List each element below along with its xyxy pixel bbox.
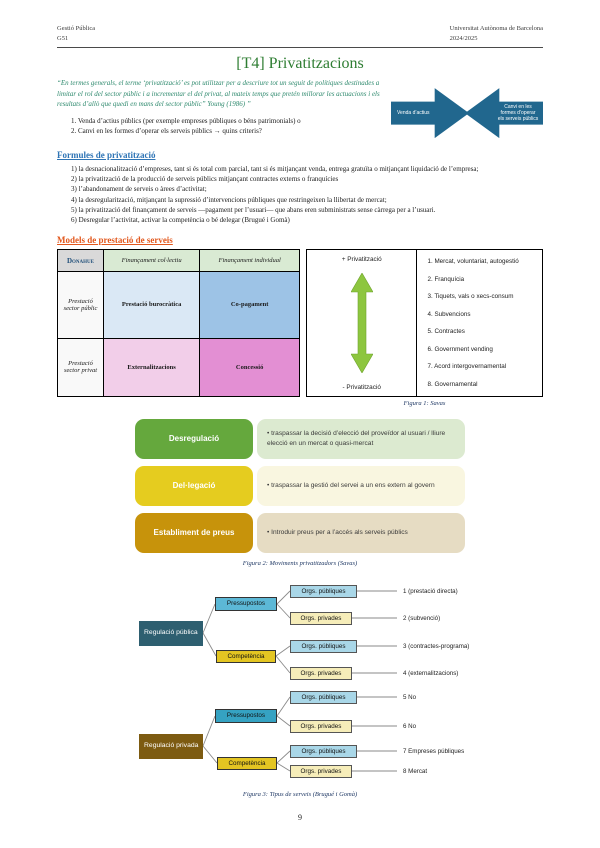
page-number: 9 xyxy=(298,813,302,822)
course-name: Gestió Pública xyxy=(57,25,96,32)
list-item: 2. Franquícia xyxy=(427,275,465,283)
tree-outcome: 6 No xyxy=(403,722,417,730)
tree-leaf-public-orgs: Orgs. públiques xyxy=(290,639,357,653)
tree-connector-lines xyxy=(202,590,397,772)
figure2-row: Desregulació • traspassar la decisió d’e… xyxy=(135,418,465,459)
tree-outcome: 4 (externalitzacions) xyxy=(403,669,459,677)
formules-list: 1) la desnacionalització d’empreses, tan… xyxy=(71,164,543,225)
list-item: 8. Governamental xyxy=(427,380,478,388)
table-cell: Co-pagament xyxy=(199,271,300,339)
table-corner-cell: Donahue xyxy=(57,248,104,273)
list-item: 1) la desnacionalització d’empreses, tan… xyxy=(71,165,479,174)
tree-branch-competencia: Competència xyxy=(216,649,276,663)
list-item: 5) la privatització del finançament de s… xyxy=(71,205,436,214)
donahue-matrix-table: Donahue Finançament col·lectiu Finançame… xyxy=(57,248,300,397)
figure2-caption: Figura 2: Moviments privatitzadors (Sava… xyxy=(242,559,358,567)
tree-outcome: 5 No xyxy=(403,693,417,701)
list-item: 4. Subvencions xyxy=(427,310,471,318)
tree-outcome: 7 Empreses públiques xyxy=(403,747,465,755)
table-row: Prestació sector públic Prestació burocr… xyxy=(57,271,300,339)
figure3-service-types-tree: Regulació pública Pressupostos Competènc… xyxy=(135,577,517,784)
move-label-delegacio: Del·legació xyxy=(135,465,253,506)
group-code: G51 xyxy=(57,35,69,43)
list-item: 6. Government vending xyxy=(427,345,493,353)
tree-outcome: 1 (prestació directa) xyxy=(403,587,458,595)
models-row: Donahue Finançament col·lectiu Finançame… xyxy=(57,248,543,397)
list-item: 7. Acord intergovernamental xyxy=(427,363,507,371)
academic-year: 2024/2025 xyxy=(449,35,478,43)
university-name: Universitat Autònoma de Barcelona xyxy=(449,25,543,32)
tree-leaf-public-orgs: Orgs. públiques xyxy=(290,584,357,598)
tree-leaf-private-orgs: Orgs. privades xyxy=(290,611,352,625)
privatization-scale: + Privatització - Privatització xyxy=(307,249,418,396)
right-arrow-icon: Venda d’actius xyxy=(391,88,469,139)
double-arrow-icon xyxy=(350,273,373,374)
section-heading-formules: Formules de privatització xyxy=(57,150,156,161)
arrow-label: Canvi en les formes d’operar els serveis… xyxy=(497,104,539,123)
quote-paragraph: “En termes generals, el terme ‘privatitz… xyxy=(57,79,380,109)
figure2-privatizing-moves: Desregulació • traspassar la decisió d’e… xyxy=(135,418,465,553)
list-item: 1. Venda d’actius públics (per exemple e… xyxy=(71,116,301,125)
figure1-caption: Figura 1: Savas xyxy=(403,399,446,407)
scale-bottom-label: - Privatització xyxy=(342,383,381,391)
column-header: Finançament col·lectiu xyxy=(102,248,201,273)
figure2-row: Del·legació • traspassar la gestió del s… xyxy=(135,465,465,506)
savas-forms-list: 1. Mercat, voluntariat, autogestió 2. Fr… xyxy=(417,250,542,396)
list-item: 4) la desregularització, mitjançant la s… xyxy=(71,195,387,204)
move-description: • Introduir preus per a l’accés als serv… xyxy=(257,512,465,553)
intro-section: “En termes generals, el terme ‘privatitz… xyxy=(57,78,543,140)
tree-branch-pressupostos: Pressupostos xyxy=(215,708,277,723)
tree-outcome: 8 Mercat xyxy=(403,767,428,775)
page-title: [T4] Privatitzacions xyxy=(236,55,364,73)
tree-root-public: Regulació pública xyxy=(139,620,203,646)
tree-branch-competencia: Competència xyxy=(217,756,277,770)
list-item: 3) l’abandonament de serveis o àrees d’a… xyxy=(71,185,207,194)
list-item: 2. Canvi en les formes d’operar els serv… xyxy=(71,127,262,136)
move-label-establiment-preus: Establiment de preus xyxy=(135,512,253,553)
section-heading-models: Models de prestació de serveis xyxy=(57,234,173,245)
tree-leaf-public-orgs: Orgs. públiques xyxy=(290,690,357,704)
table-cell: Concessió xyxy=(199,337,300,397)
list-item: 3. Tiquets, vals o xecs-consum xyxy=(427,293,514,301)
move-description: • traspassar la decisió d’elecció del pr… xyxy=(257,418,465,459)
figure1-savas-scale: + Privatització - Privatització 1. Merca… xyxy=(306,248,543,397)
page-header: Gestió Pública G51 Universitat Autònoma … xyxy=(57,24,543,49)
row-header: Prestació sector públic xyxy=(57,271,104,339)
list-item: 6) Desregular l’activitat, activar la co… xyxy=(71,215,290,224)
move-label-desregulacio: Desregulació xyxy=(135,418,253,459)
column-header: Finançament individual xyxy=(199,248,300,273)
list-item: 2) la privatització de la producció de s… xyxy=(71,175,339,184)
tree-leaf-private-orgs: Orgs. privades xyxy=(290,666,352,680)
table-cell: Externalitzacions xyxy=(102,337,201,397)
row-header: Prestació sector privat xyxy=(57,337,104,397)
move-description: • traspassar la gestió del servei a un e… xyxy=(257,465,465,506)
tree-leaf-public-orgs: Orgs. públiques xyxy=(290,744,357,758)
figure2-row: Establiment de preus • Introduir preus p… xyxy=(135,512,465,553)
list-item: 5. Contractes xyxy=(427,328,465,336)
table-cell: Prestació burocràtica xyxy=(102,271,201,339)
tree-branch-pressupostos: Pressupostos xyxy=(215,596,277,611)
header-left: Gestió Pública G51 xyxy=(57,24,95,44)
scale-top-label: + Privatització xyxy=(341,255,382,263)
tree-root-private: Regulació privada xyxy=(139,733,203,759)
tree-leaf-private-orgs: Orgs. privades xyxy=(290,764,352,778)
header-right: Universitat Autònoma de Barcelona 2024/2… xyxy=(450,24,543,44)
arrow-label: Venda d’actius xyxy=(397,110,430,117)
tree-outcome: 2 (subvenció) xyxy=(403,614,441,622)
figure3-caption: Figura 3: Tipus de serveis (Brugué i Gom… xyxy=(242,790,358,798)
list-item: 1. Mercat, voluntariat, autogestió xyxy=(427,257,519,265)
opposing-arrows-graphic: Venda d’actius Canvi en les formes d’ope… xyxy=(391,86,543,140)
table-row: Prestació sector privat Externalitzacion… xyxy=(57,337,300,397)
tree-leaf-private-orgs: Orgs. privades xyxy=(290,719,352,733)
tree-outcome: 3 (contractes-programa) xyxy=(403,642,470,650)
intro-text-column: “En termes generals, el terme ‘privatitz… xyxy=(57,78,385,140)
intro-options-list: 1. Venda d’actius públics (per exemple e… xyxy=(71,116,385,138)
left-arrow-icon: Canvi en les formes d’operar els serveis… xyxy=(465,88,543,139)
